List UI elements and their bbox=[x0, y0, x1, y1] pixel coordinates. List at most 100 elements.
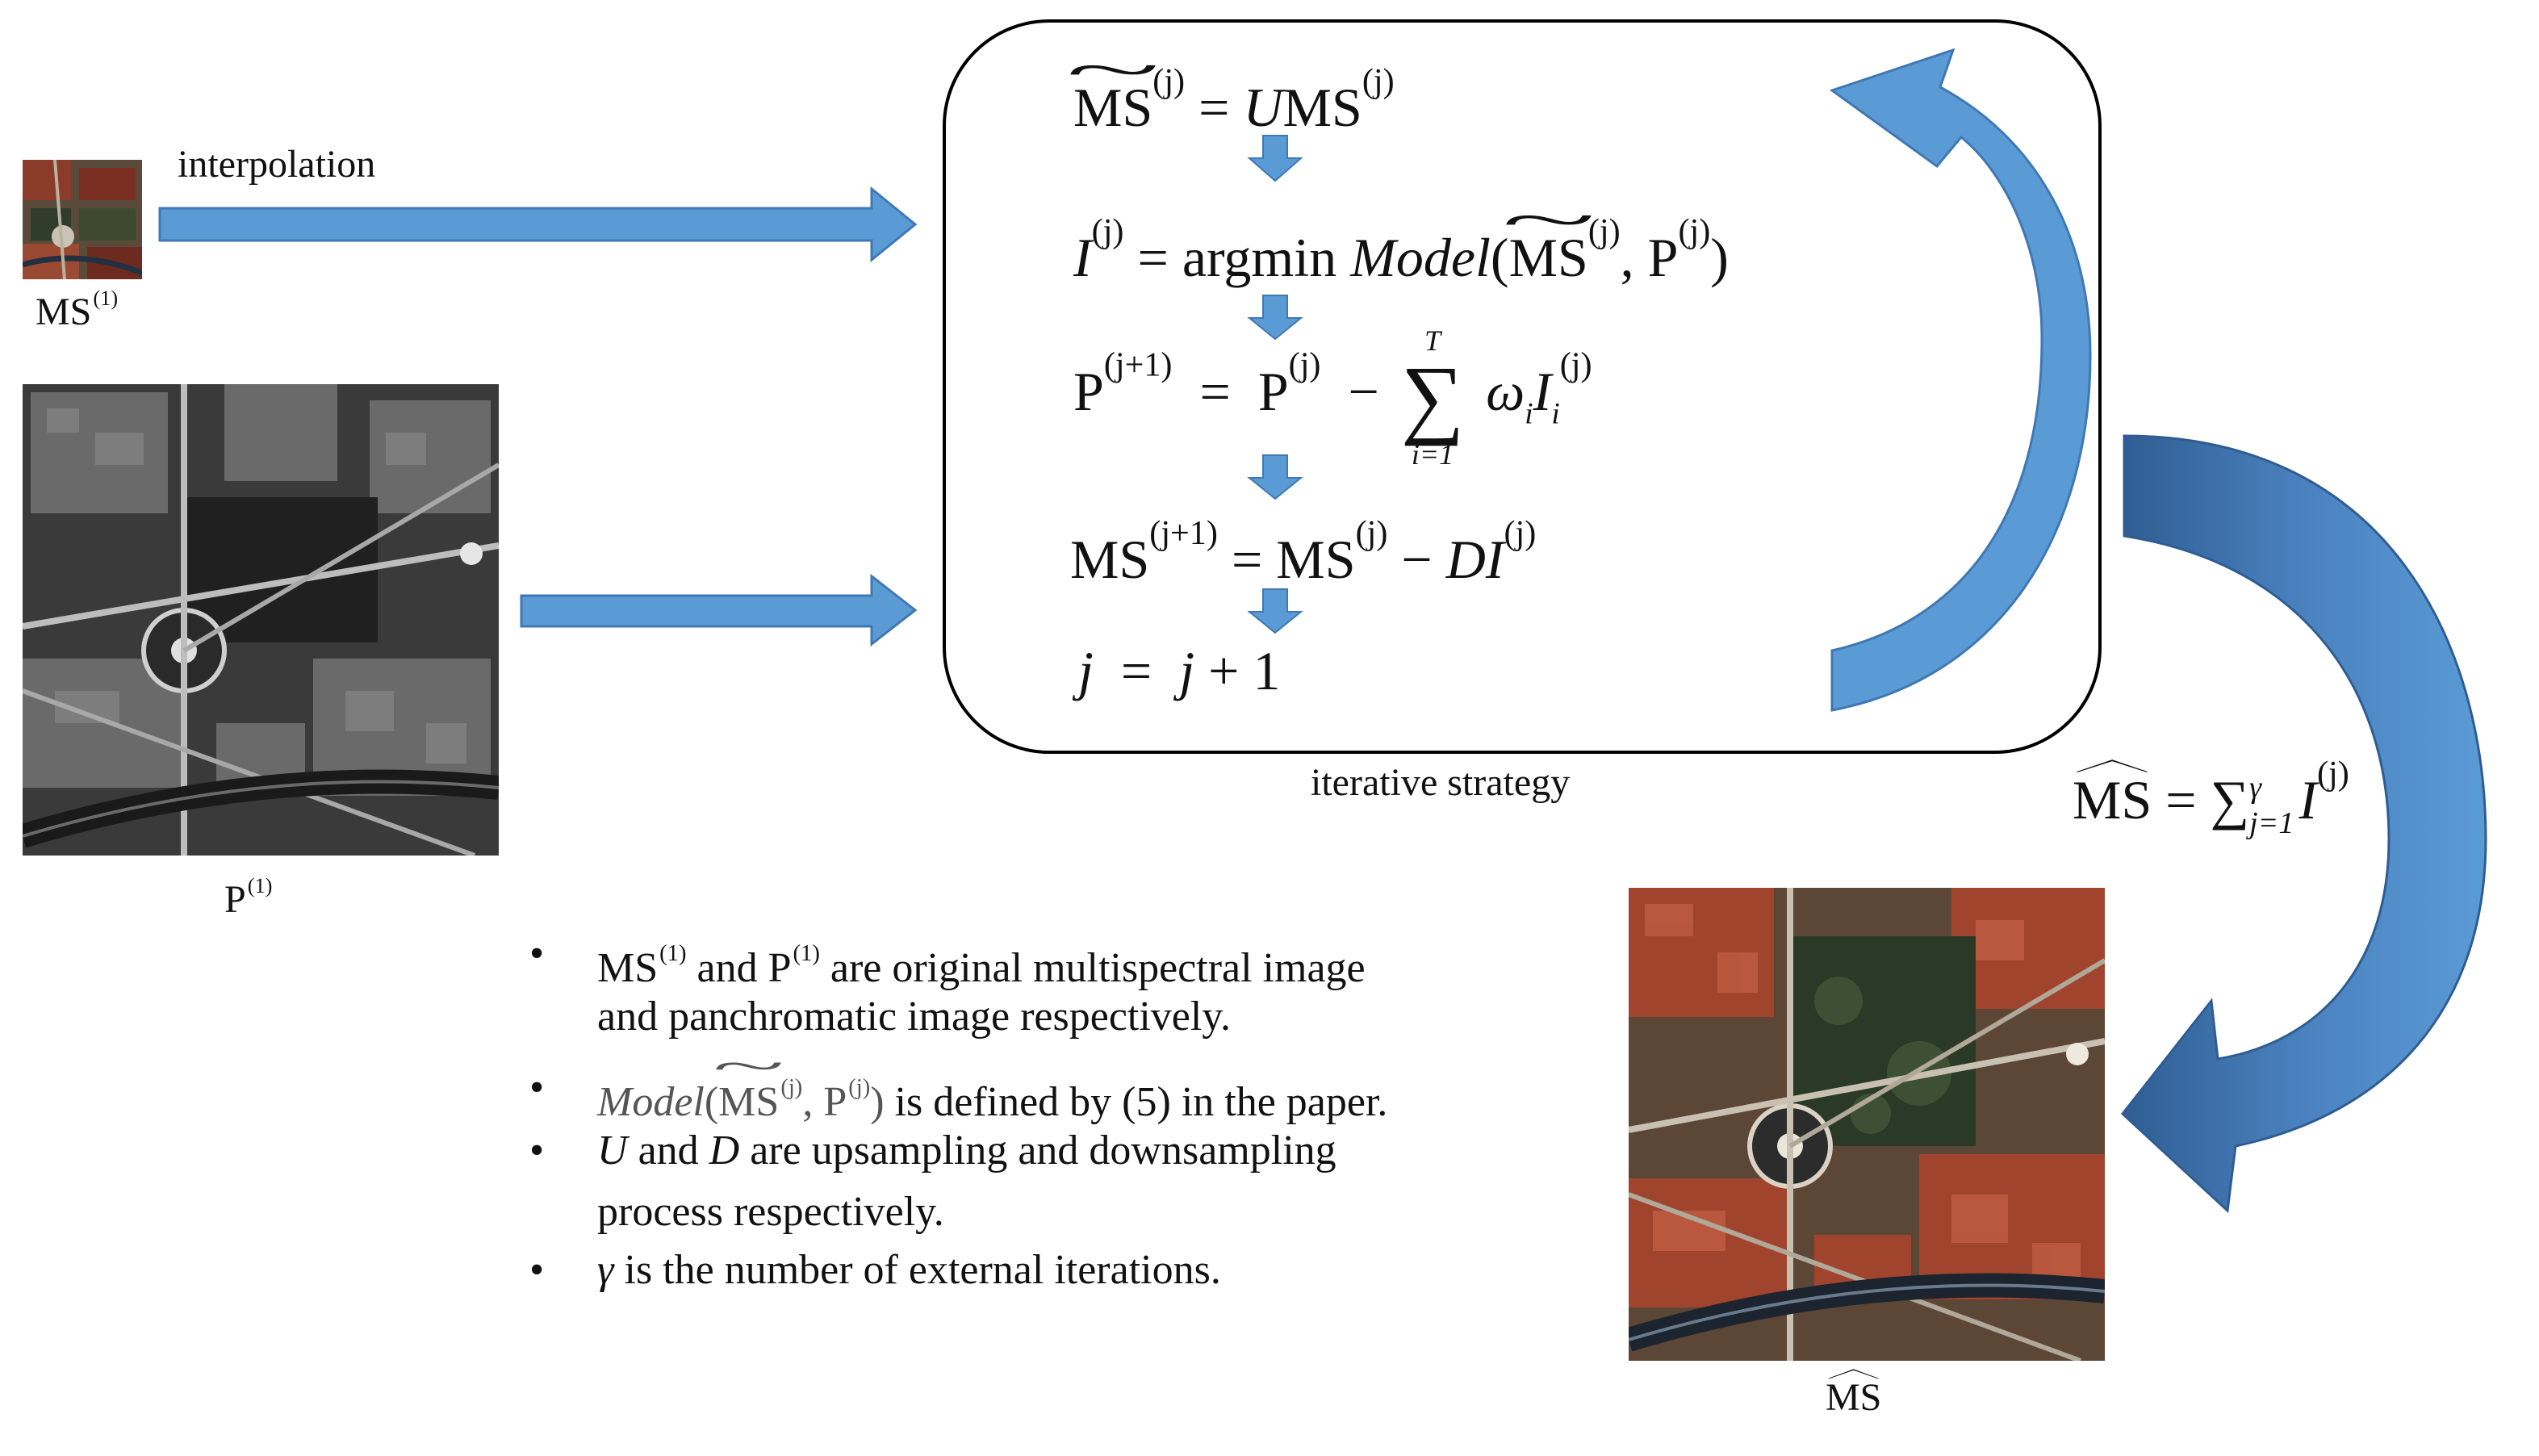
eq1-rhs-ms: MS bbox=[1282, 77, 1362, 139]
note-1-and: and bbox=[686, 944, 768, 991]
step-arrow-4 bbox=[1247, 588, 1303, 634]
eq2-lhs-sup: (j) bbox=[1091, 212, 1124, 250]
note-4-rest: is the number of external iterations. bbox=[613, 1247, 1221, 1293]
note-1-text: MS(1) and P(1) are original multispectra… bbox=[597, 941, 1366, 991]
eq3-sum-top: T bbox=[1424, 324, 1441, 357]
final-i: I bbox=[2298, 769, 2317, 831]
eq3-sum-bottom: i=1 bbox=[1411, 437, 1454, 471]
note-4-bullet: • bbox=[529, 1247, 545, 1293]
eq1-rhs-u: U bbox=[1243, 77, 1283, 139]
note-2: • Model(MS(j), P(j)) is defined by (5) i… bbox=[529, 1057, 1387, 1133]
note-3-u: U bbox=[597, 1128, 628, 1174]
step-arrow-1 bbox=[1247, 135, 1303, 182]
eq3-minus: − bbox=[1348, 360, 1379, 422]
note-1-bullet: • bbox=[529, 931, 545, 977]
p1-label-base: P bbox=[224, 877, 246, 921]
note-1-line2: and panchromatic image respectively. bbox=[597, 994, 1231, 1040]
note-1-rest: are original multispectral image bbox=[819, 944, 1366, 991]
loop-arrow bbox=[1829, 48, 2092, 712]
eq3-sum-op: ∑ bbox=[1400, 348, 1465, 446]
eq3-p: P bbox=[1257, 360, 1289, 422]
note-2-p-sup: (j) bbox=[848, 1075, 871, 1100]
final-sum-bottom: j=1 bbox=[2249, 805, 2294, 840]
eq2-close: ) bbox=[1710, 227, 1729, 289]
eq2-op: = bbox=[1137, 227, 1169, 289]
eq5-j2: j bbox=[1179, 640, 1195, 701]
satellite-color-fused-image-icon bbox=[1629, 888, 2105, 1361]
note-2-ms: MS bbox=[718, 1072, 779, 1133]
eq4-lhs: MS bbox=[1070, 529, 1150, 591]
ms-output-label-text: MS bbox=[1826, 1376, 1882, 1419]
eq2-p-sup: (j) bbox=[1678, 212, 1711, 250]
note-2-close: ) bbox=[870, 1078, 885, 1125]
eq3-omega: ω bbox=[1486, 360, 1525, 422]
output-arrow bbox=[2120, 434, 2487, 1214]
eq3-i-sub: i bbox=[1551, 397, 1560, 431]
eq4-lhs-sup: (j+1) bbox=[1149, 514, 1218, 552]
eq3-lhs: P bbox=[1073, 360, 1104, 422]
final-ms: MS bbox=[2073, 769, 2152, 831]
note-4-gamma: γ bbox=[597, 1247, 614, 1293]
panchromatic-arrow bbox=[520, 573, 918, 647]
eq5-op: = bbox=[1120, 640, 1152, 701]
p1-label-sup: (1) bbox=[247, 873, 273, 897]
eq4-d: DI bbox=[1445, 529, 1504, 591]
eq4-ms: MS bbox=[1276, 529, 1356, 591]
note-4: • γ is the number of external iterations… bbox=[529, 1240, 1221, 1301]
eq4-d-sup: (j) bbox=[1504, 514, 1537, 552]
satellite-color-thumbnail-icon bbox=[23, 160, 142, 279]
equation-1: MS(j) = UMS(j) bbox=[1073, 61, 1395, 140]
eq4-minus: − bbox=[1401, 529, 1433, 591]
p1-label: P(1) bbox=[224, 873, 272, 922]
p1-image bbox=[23, 384, 499, 856]
ms1-label-base: MS bbox=[36, 290, 92, 333]
eq1-lhs: MS bbox=[1073, 76, 1152, 140]
note-3-d: D bbox=[709, 1128, 740, 1174]
eq2-argmin: argmin bbox=[1182, 227, 1337, 289]
final-sum: ∑ bbox=[2210, 769, 2250, 831]
notes-list: • MS(1) and P(1) are original multispect… bbox=[529, 923, 1595, 1327]
note-2-comma: , bbox=[802, 1078, 824, 1125]
note-3-bullet: • bbox=[529, 1128, 545, 1174]
eq3-op: = bbox=[1199, 360, 1231, 422]
interpolation-arrow bbox=[158, 186, 918, 263]
final-op: = bbox=[2165, 769, 2197, 831]
eq3-lhs-sup: (j+1) bbox=[1103, 345, 1173, 384]
interpolation-label: interpolation bbox=[178, 143, 376, 186]
ms-output-label: MS bbox=[1826, 1375, 1881, 1420]
ms-output-image bbox=[1629, 888, 2105, 1361]
note-3: • U and D are upsampling and downsamplin… bbox=[529, 1120, 1336, 1182]
eq4-ms-sup: (j) bbox=[1355, 514, 1388, 552]
note-2-text: Model(MS(j), P(j)) is defined by (5) in … bbox=[597, 1075, 1388, 1125]
note-3-rest: are upsampling and downsampling bbox=[739, 1128, 1336, 1174]
equation-3: P(j+1) = P(j) − T ∑ i=1 ωiIi(j) bbox=[1073, 326, 1592, 469]
note-3-and: and bbox=[627, 1128, 709, 1174]
iterative-strategy-box bbox=[943, 19, 2102, 754]
ms1-image bbox=[23, 160, 142, 279]
eq3-sum: T ∑ i=1 bbox=[1401, 326, 1464, 469]
note-1-ms: MS bbox=[597, 944, 659, 991]
eq3-i-sup: (j) bbox=[1559, 345, 1592, 384]
step-arrow-3 bbox=[1247, 454, 1303, 500]
note-2-rest: is defined by (5) in the paper. bbox=[884, 1078, 1388, 1125]
note-3-text: U and D are upsampling and downsampling bbox=[597, 1128, 1336, 1174]
eq2-ms: MS bbox=[1509, 226, 1588, 290]
eq5-plus: + 1 bbox=[1208, 640, 1281, 701]
step-arrow-2 bbox=[1247, 295, 1303, 341]
iterative-strategy-label: iterative strategy bbox=[1311, 761, 1571, 804]
note-4-text: γ is the number of external iterations. bbox=[597, 1247, 1221, 1293]
ms1-label-sup: (1) bbox=[93, 286, 119, 310]
eq1-rhs-sup: (j) bbox=[1362, 62, 1395, 100]
note-2-bullet: • bbox=[529, 1065, 545, 1111]
note-1-p-sup: (1) bbox=[793, 941, 820, 966]
eq3-i: I bbox=[1533, 360, 1552, 422]
eq5-j1: j bbox=[1078, 640, 1094, 701]
ms1-label: MS(1) bbox=[36, 286, 118, 334]
eq3-omega-sub: i bbox=[1525, 397, 1533, 431]
equation-5: j = j + 1 bbox=[1078, 639, 1281, 703]
equation-2: I(j) = argmin Model(MS(j), P(j)) bbox=[1073, 211, 1729, 290]
eq2-lhs: I bbox=[1073, 227, 1092, 289]
